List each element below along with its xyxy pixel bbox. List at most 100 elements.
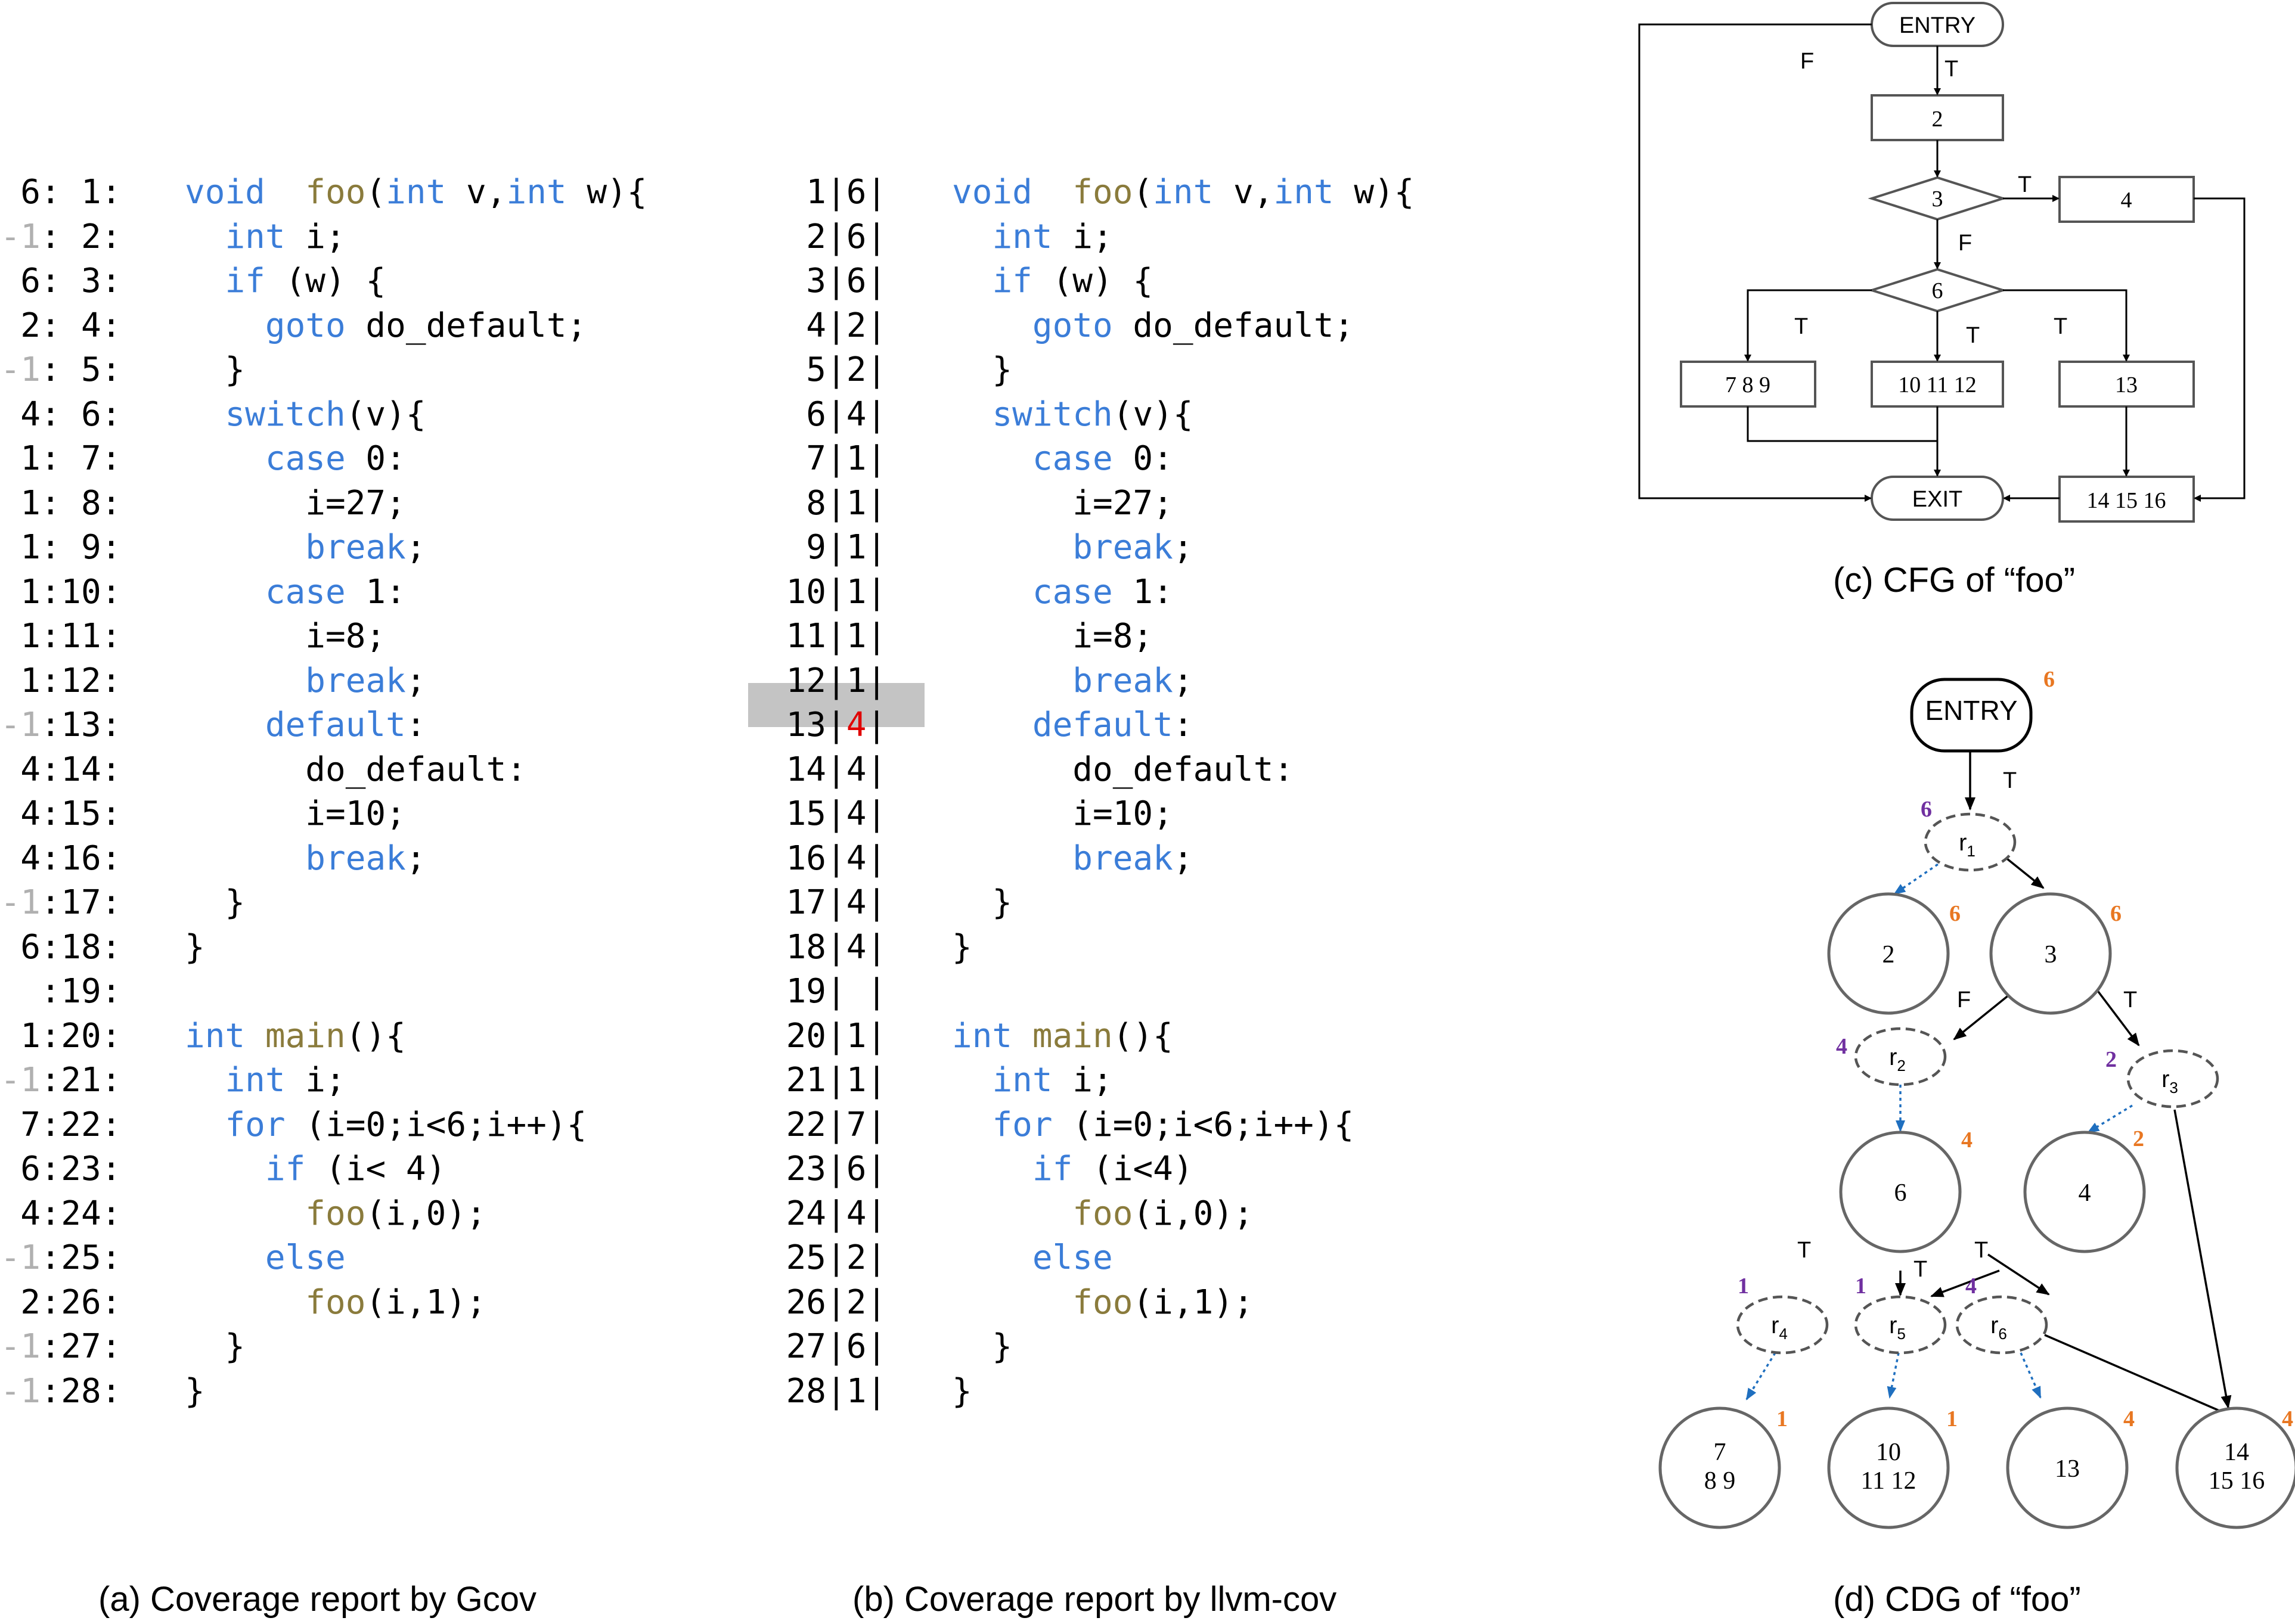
function-name: foo xyxy=(305,1283,366,1322)
source-line: switch(v){ xyxy=(185,393,647,437)
line-number: 6 xyxy=(81,395,101,434)
source-line: int i; xyxy=(952,215,1415,260)
code-text: ( xyxy=(365,173,386,212)
code-text xyxy=(185,395,225,434)
cfg-edge-f: F xyxy=(1800,49,1814,74)
source-line: case 1: xyxy=(952,570,1415,615)
cdg-label-3: 3 xyxy=(2045,941,2057,968)
execution-count: 4 xyxy=(20,1194,41,1233)
cdg-count-3: 6 xyxy=(2110,901,2122,926)
code-text: (){ xyxy=(345,1016,406,1055)
line-number: 23 xyxy=(786,1150,826,1188)
llvm-count-row: 14|4| xyxy=(745,748,887,793)
execution-count: 7 xyxy=(846,1105,867,1144)
cfg-label-3: 3 xyxy=(1932,187,1943,212)
keyword: for xyxy=(225,1105,286,1144)
line-number: 10 xyxy=(786,572,826,611)
source-line: goto do_default; xyxy=(185,304,647,349)
cdg-count-entry: 6 xyxy=(2043,667,2055,692)
llvm-count-row: 24|4| xyxy=(745,1192,887,1237)
line-number: 2 xyxy=(806,217,826,256)
execution-count: 4 xyxy=(846,794,867,833)
line-number: 4 xyxy=(81,306,101,345)
source-line: } xyxy=(185,1370,647,1414)
line-number: 13 xyxy=(786,706,826,744)
execution-count: 1 xyxy=(846,572,867,611)
execution-count: 4 xyxy=(20,794,41,833)
cdg-region-r2 xyxy=(1854,1027,1947,1086)
line-number: 18 xyxy=(61,927,101,967)
code-text xyxy=(185,706,265,744)
line-number: 7 xyxy=(806,439,826,478)
execution-count: 1 xyxy=(20,661,41,700)
cdg-region-label-r4: r4 xyxy=(1771,1312,1788,1343)
cdg-region-r3 xyxy=(2126,1049,2219,1108)
code-text xyxy=(952,1283,1072,1322)
cdg-label-2: 2 xyxy=(1882,941,1895,968)
cfg-exit-label: EXIT xyxy=(1912,487,1962,512)
code-text xyxy=(952,1194,1072,1233)
code-text: w){ xyxy=(1333,173,1415,212)
code-text: do_default; xyxy=(1112,306,1354,345)
llvm-count-row: 17|4| xyxy=(745,881,887,926)
code-text: (i,1); xyxy=(1133,1283,1254,1322)
source-line: foo(i,0); xyxy=(185,1192,647,1237)
cfg-node-13 xyxy=(2058,361,2195,408)
source-line: i=10; xyxy=(952,792,1415,837)
llvm-count-row: 4|2| xyxy=(745,304,886,349)
line-number: 13 xyxy=(61,706,101,744)
cdg-node-13 xyxy=(2006,1406,2129,1529)
line-number: 21 xyxy=(786,1061,826,1100)
llvm-count-row: 16|4| xyxy=(745,837,887,881)
cdg-region-r4 xyxy=(1736,1295,1829,1355)
code-text xyxy=(185,1238,265,1277)
llvm-count-row: 8|1| xyxy=(745,482,886,526)
keyword: int xyxy=(386,173,446,212)
cdg-label-101112-b: 11 12 xyxy=(1861,1467,1916,1495)
code-text: ; xyxy=(1173,661,1193,700)
code-text: ; xyxy=(1173,839,1193,878)
keyword: void xyxy=(952,173,1032,212)
cfg-label-789: 7 8 9 xyxy=(1725,372,1770,398)
keyword: int xyxy=(225,217,286,256)
keyword: break xyxy=(305,839,406,878)
execution-count: 1 xyxy=(846,1061,867,1100)
source-line: } xyxy=(952,1325,1415,1370)
cdg-edge-f: F xyxy=(1957,988,1971,1013)
code-text: i; xyxy=(1052,217,1113,256)
line-number: 21 xyxy=(61,1061,101,1100)
cdg-count-13: 4 xyxy=(2123,1406,2135,1432)
code-text xyxy=(185,573,265,611)
source-line: int main(){ xyxy=(185,1014,647,1059)
cdg-label-6: 6 xyxy=(1894,1179,1907,1207)
line-number: 15 xyxy=(61,794,101,833)
execution-count: 1 xyxy=(20,572,41,611)
line-number: 12 xyxy=(786,661,826,700)
cdg-node-789 xyxy=(1658,1406,1781,1529)
llvm-count-row: 18|4| xyxy=(745,926,887,970)
source-line: } xyxy=(185,1325,647,1370)
source-line: } xyxy=(952,881,1415,926)
cdg-region-r6 xyxy=(1955,1295,2048,1355)
cdg-edge-t: T xyxy=(1913,1257,1927,1282)
keyword: case xyxy=(1032,439,1113,478)
cdg-node-2 xyxy=(1827,892,1950,1015)
execution-count: -1 xyxy=(0,706,41,744)
code-text: i; xyxy=(1052,1061,1113,1100)
cdg-node-141516 xyxy=(2175,1406,2295,1529)
code-text: do_default: xyxy=(185,750,527,789)
gcov-count-row: -1:21: xyxy=(0,1058,122,1103)
gcov-count-row: -1:28: xyxy=(0,1370,122,1414)
llvm-count-row: 23|6| xyxy=(745,1147,887,1192)
keyword: int xyxy=(992,1061,1053,1100)
code-text: ; xyxy=(405,839,426,878)
execution-count: -1 xyxy=(0,883,41,922)
execution-count: 1 xyxy=(846,1371,867,1411)
code-text: (i<4) xyxy=(1072,1150,1193,1188)
cdg-count-r2: 4 xyxy=(1836,1034,1847,1059)
source-line: } xyxy=(185,348,647,393)
code-text: i=10; xyxy=(185,794,406,833)
code-text: i=8; xyxy=(185,617,386,656)
gcov-count-row: 1:12: xyxy=(0,659,121,704)
function-name: foo xyxy=(1072,1283,1133,1322)
